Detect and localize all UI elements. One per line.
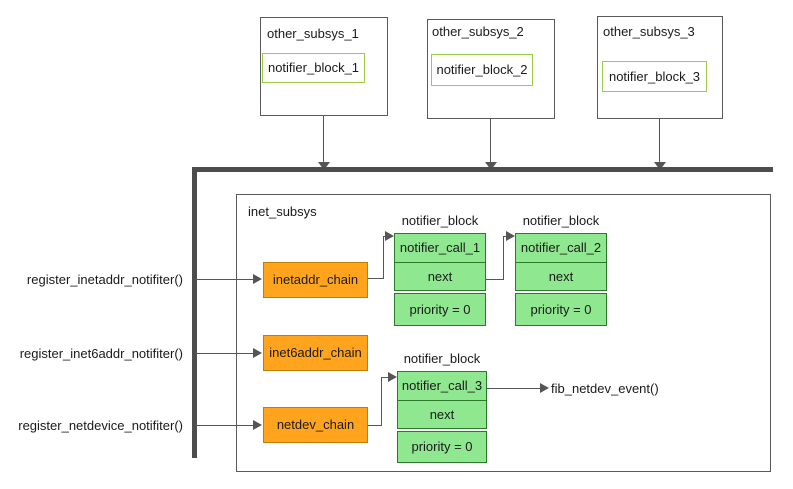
notifier-block-3-ref: notifier_block_3: [602, 61, 707, 92]
arrowhead-right-icon: [540, 383, 549, 393]
priority-cell: priority = 0: [394, 293, 486, 326]
notifier-block-2-ref: notifier_block_2: [431, 54, 533, 86]
arrowhead-right-icon: [388, 372, 397, 382]
netdev-chain-box: netdev_chain: [263, 407, 368, 443]
connector-netdev-v: [381, 377, 382, 426]
connector-next1-h2: [503, 236, 507, 237]
subsys-2-down-line: [490, 119, 491, 162]
inet6addr-chain-box: inet6addr_chain: [263, 335, 368, 371]
arrowhead-down-icon: [318, 162, 330, 170]
register-netdevice-line: [195, 425, 253, 426]
notifier-call-3-cell: notifier_call_3: [398, 372, 486, 401]
notifier-call-1-cell: notifier_call_1: [395, 234, 485, 263]
inet-subsys-title: inet_subsys: [248, 204, 317, 219]
notifier-block-2-title: notifier_block: [522, 213, 600, 228]
arrowhead-right-icon: [253, 274, 262, 284]
connector-next1-v: [503, 236, 504, 280]
inetaddr-chain-box: inetaddr_chain: [263, 262, 368, 298]
notifier-block-3-title: notifier_block: [403, 351, 481, 366]
connector-inetaddr-v: [383, 236, 384, 279]
arrowhead-right-icon: [253, 420, 262, 430]
other-subsys-1-title: other_subsys_1: [267, 26, 359, 41]
arrowhead-right-icon: [385, 231, 394, 241]
register-inetaddr-line: [195, 279, 253, 280]
arrowhead-right-icon: [253, 348, 262, 358]
connector-next1-h: [486, 279, 504, 280]
register-inetaddr-label: register_inetaddr_notifiter(): [26, 272, 183, 287]
connector-inetaddr-h: [368, 278, 384, 279]
notifier-block-1-ref: notifier_block_1: [262, 53, 365, 83]
arrowhead-down-icon: [485, 162, 497, 170]
next-cell: next: [429, 407, 455, 422]
priority-cell: priority = 0: [397, 431, 487, 463]
subsys-1-down-line: [323, 116, 324, 162]
fib-netdev-event-label: fib_netdev_event(): [551, 381, 659, 396]
other-subsys-2-title: other_subsys_2: [432, 24, 524, 39]
frame-top-bar: [192, 167, 773, 172]
other-subsys-3-title: other_subsys_3: [603, 24, 695, 39]
notifier-call-2-cell: notifier_call_2: [516, 234, 606, 263]
register-inet6addr-line: [195, 353, 253, 354]
next-cell: next: [548, 269, 574, 284]
frame-left-bar: [192, 167, 197, 458]
subsys-3-down-line: [659, 119, 660, 162]
connector-callback-h: [487, 388, 540, 389]
priority-cell: priority = 0: [515, 293, 607, 326]
connector-netdev-h2: [381, 377, 389, 378]
notifier-block-1-title: notifier_block: [401, 213, 479, 228]
register-netdevice-label: register_netdevice_notifiter(): [18, 418, 183, 433]
next-cell: next: [427, 269, 453, 284]
arrowhead-down-icon: [654, 162, 666, 170]
arrowhead-right-icon: [506, 231, 515, 241]
register-inet6addr-label: register_inet6addr_notifiter(): [19, 346, 183, 361]
connector-netdev-h: [368, 425, 382, 426]
